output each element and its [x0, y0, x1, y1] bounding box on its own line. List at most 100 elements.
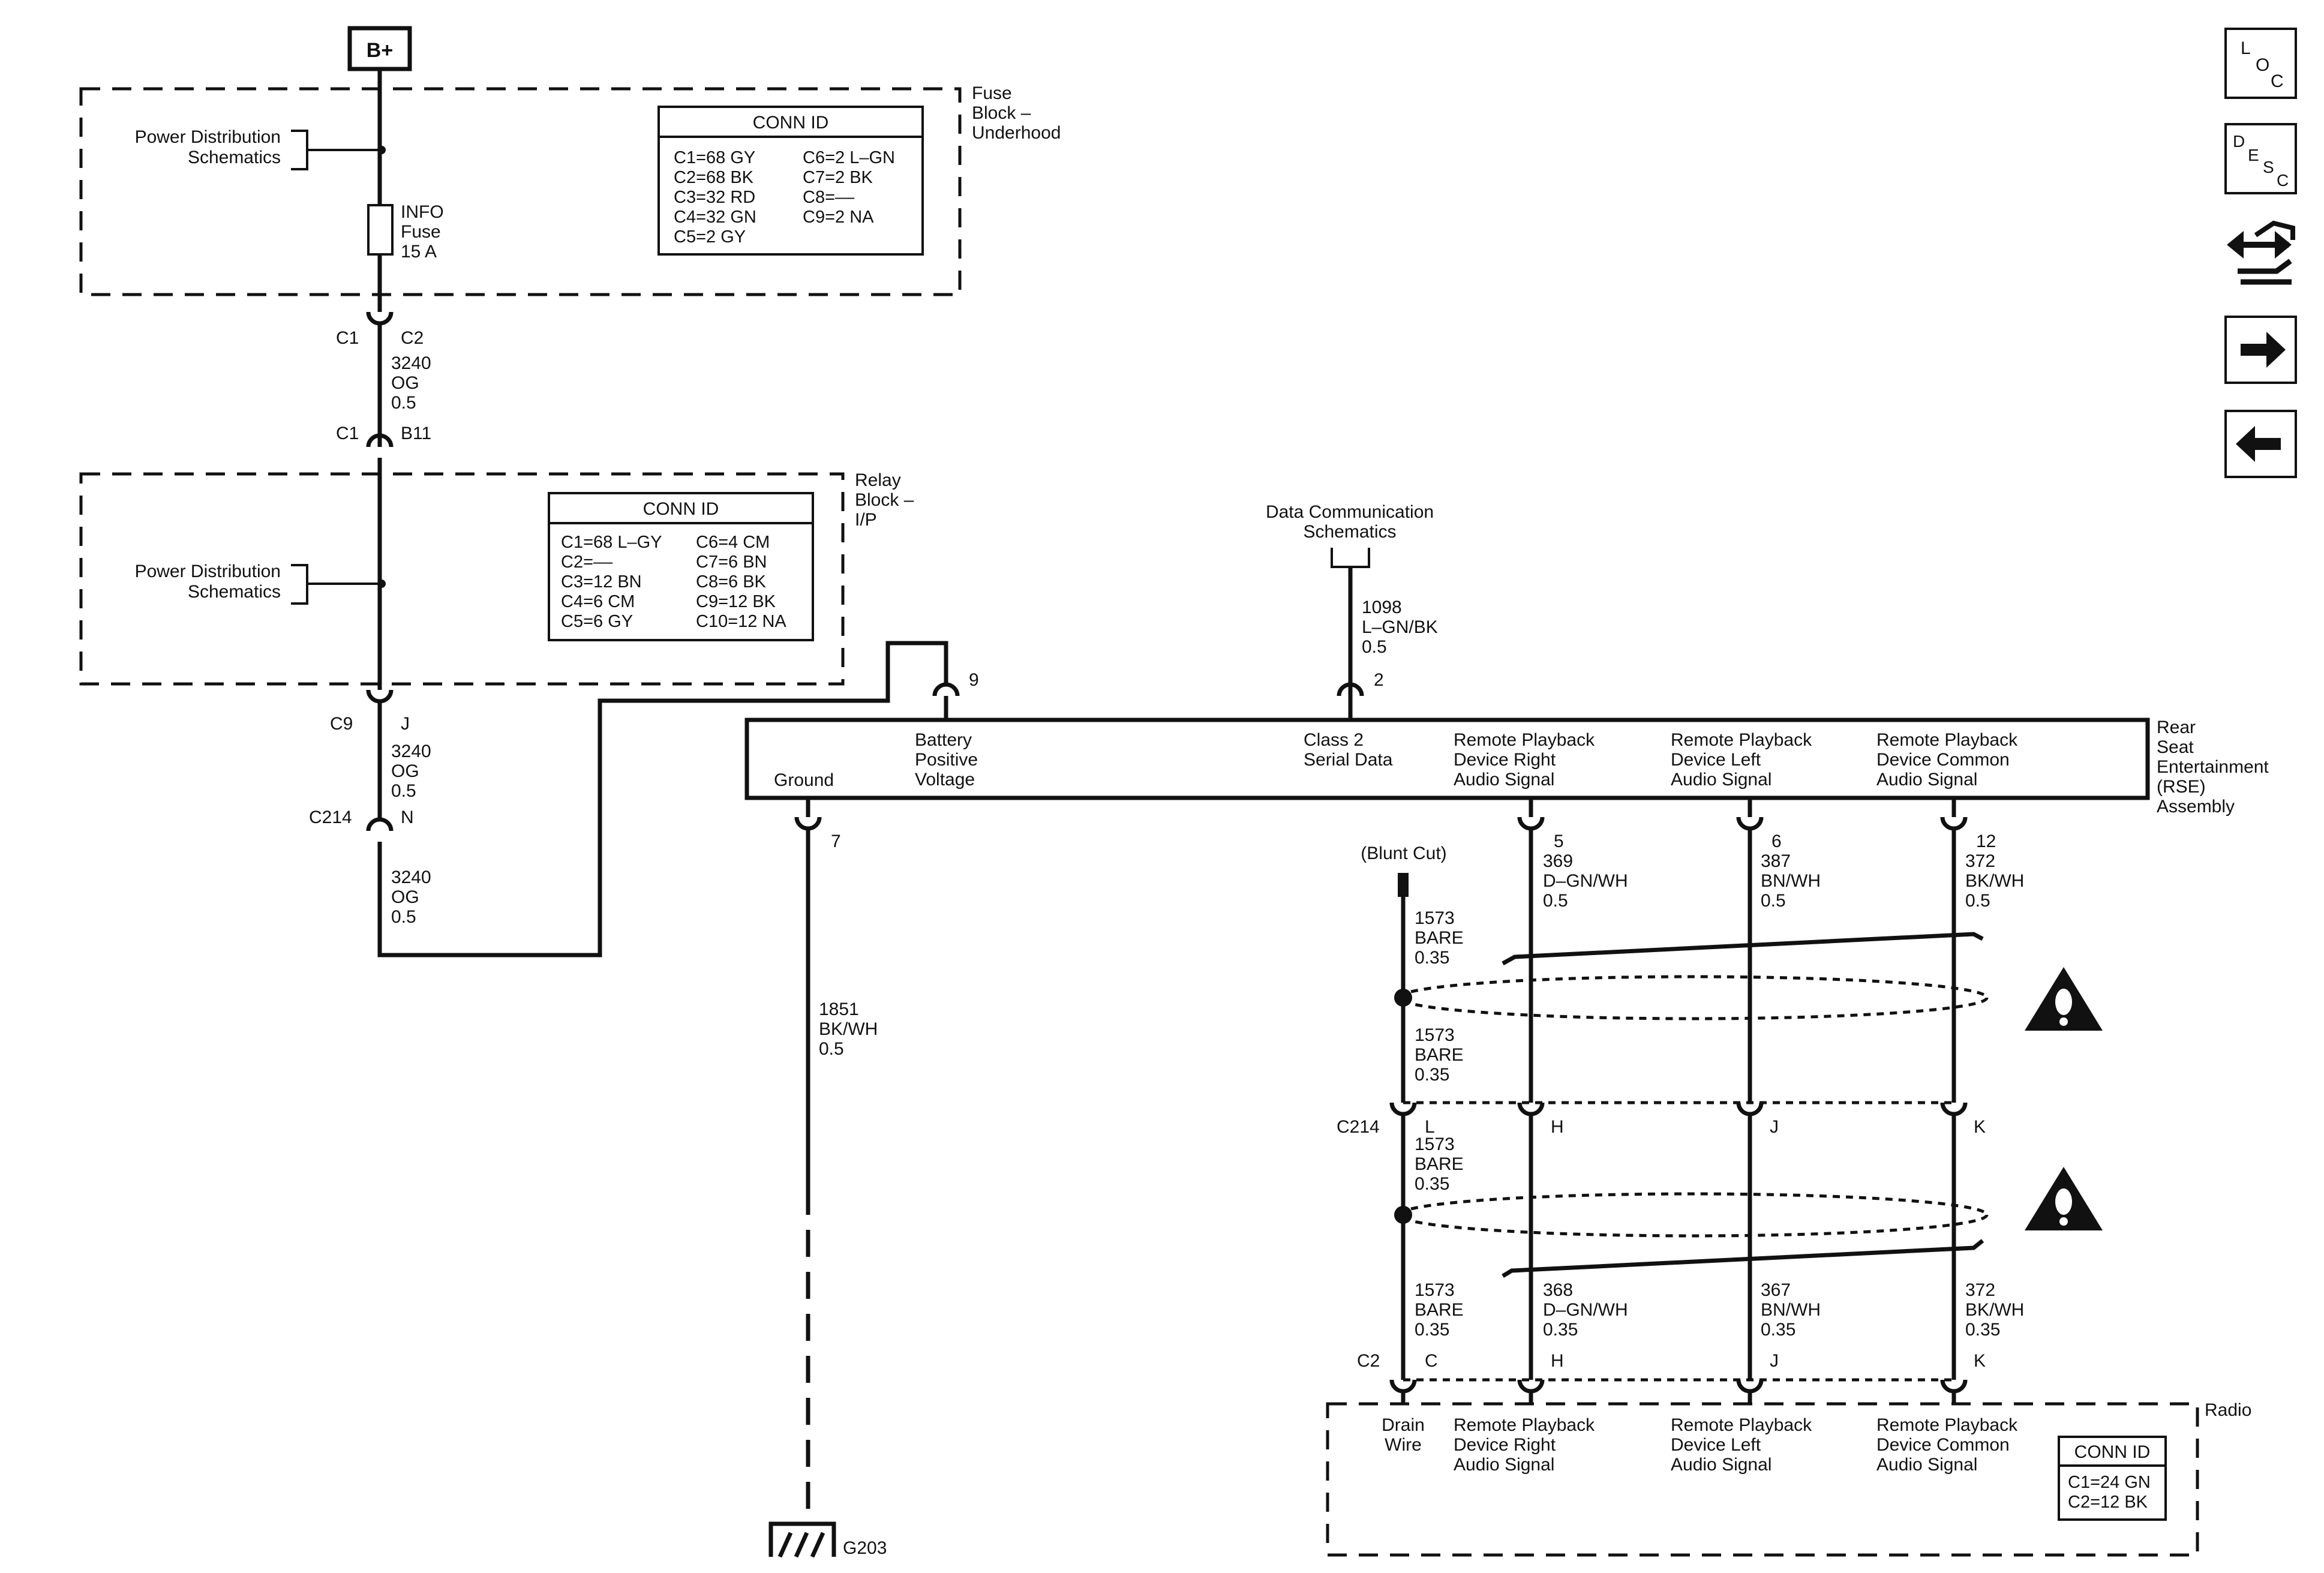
connector-label: C1 [336, 328, 359, 348]
conn-id-cell: C4=32 GN [674, 208, 756, 227]
connector-c9-j: C9 J [330, 689, 410, 734]
radio-conn-id-table: CONN ID C1=24 GN C2=12 BK [2058, 1436, 2167, 1521]
pin-label: K [1974, 1351, 1986, 1371]
rse-assembly: Rear Seat Entertainment (RSE) Assembly G… [744, 718, 2269, 816]
terminal-label: Audio Signal [1454, 1455, 1554, 1475]
twisted-pair-upper [1502, 932, 1984, 966]
twisted-pair-lower [1502, 1239, 1984, 1278]
radio-label: Radio [2205, 1400, 2251, 1420]
relay-block-conn-id-table: CONN ID C1=68 L–GY C6=4 CM C2=–– C7=6 BN… [548, 492, 814, 641]
connector-pin-2 [1337, 682, 1364, 697]
wire-label: 0.5 [391, 781, 416, 801]
wire-label: L–GN/BK [1362, 617, 1438, 637]
conn-id-cell: C8=6 BK [696, 572, 767, 592]
rse-assembly-box [744, 718, 2150, 800]
terminal-label: Audio Signal [1454, 770, 1554, 789]
conn-id-cell: C3=32 RD [674, 188, 755, 207]
desc-button[interactable]: D E S C [2224, 123, 2297, 194]
pin-label: L [1425, 1117, 1435, 1137]
wire-label: BN/WH [1761, 1300, 1821, 1320]
terminal-label: Audio Signal [1876, 770, 1977, 789]
rse-label: (RSE) [2157, 777, 2206, 797]
terminal-label: Device Right [1454, 750, 1556, 770]
connector-end-view-icon[interactable] [2227, 220, 2295, 285]
terminal-label: Audio Signal [1671, 770, 1771, 789]
data-comm-line-1: Data Communication [1266, 502, 1434, 522]
connector-pin-7 [794, 816, 822, 831]
wire-label: 0.5 [819, 1039, 844, 1059]
wire-label: 0.35 [1415, 948, 1449, 968]
terminal-label: Ground [774, 770, 834, 790]
wire-label: 1573 [1415, 1025, 1455, 1045]
wire-label: 0.35 [1415, 1320, 1449, 1340]
terminal-label: Device Left [1671, 750, 1761, 770]
wire-label: 0.35 [1761, 1320, 1795, 1340]
conn-id-cell: C2=12 BK [2068, 1493, 2148, 1512]
connector-label: C214 [1337, 1117, 1380, 1137]
wire-label: 0.5 [391, 907, 416, 927]
wire-label: 0.5 [1362, 637, 1387, 657]
shield-splice-upper [1394, 989, 1412, 1007]
pin-label: 12 [1976, 831, 1996, 851]
terminal-label: Drain [1382, 1415, 1425, 1435]
loc-letter: L [2241, 38, 2251, 58]
connector-label: J [401, 714, 410, 734]
pin-label: 9 [969, 670, 979, 690]
pin-label: 6 [1771, 831, 1782, 851]
wire-label: D–GN/WH [1543, 1300, 1628, 1320]
pin-label: C [1425, 1351, 1438, 1371]
wire-label: 0.35 [1415, 1174, 1449, 1194]
terminal-label: Serial Data [1304, 750, 1393, 770]
left-arrow-icon [2236, 426, 2281, 462]
rse-label: Seat [2157, 737, 2194, 757]
loc-button[interactable]: L O C [2224, 28, 2297, 99]
wire-label: 0.35 [1965, 1320, 2000, 1340]
radio-outline [1326, 1402, 2199, 1557]
fuse-block-label-1: Fuse [972, 83, 1012, 103]
ground-label: G203 [843, 1538, 887, 1558]
shield-splice-lower [1394, 1206, 1412, 1224]
audio-wires-upper: 5 369 D–GN/WH 0.5 6 387 BN/WH 0.5 12 372… [1517, 798, 2024, 1103]
connector-label: B11 [401, 424, 431, 443]
info-fuse-icon [367, 204, 394, 256]
conn-id-cell: C1=24 GN [2068, 1473, 2151, 1492]
shield-upper [1397, 975, 1989, 1020]
rse-label: Assembly [2157, 797, 2235, 816]
connector-label: C214 [309, 807, 352, 827]
rse-label: Rear [2157, 718, 2196, 737]
battery-positive-source: B+ [347, 26, 412, 71]
conn-id-cell: C5=6 GY [561, 612, 633, 631]
wire-label: 372 [1965, 851, 1995, 871]
caution-icon [2025, 1167, 2103, 1230]
blunt-cut-end [1398, 873, 1409, 897]
next-page-button[interactable] [2224, 316, 2297, 384]
wire-label: 367 [1761, 1280, 1791, 1300]
data-comm-bracket [1331, 548, 1370, 568]
fuse-block-outline [79, 87, 962, 296]
terminal-label: Wire [1385, 1435, 1422, 1455]
wire-label: 0.5 [1965, 891, 1990, 911]
terminal-label: Remote Playback [1454, 1415, 1595, 1435]
wire-label: 3240 [391, 867, 431, 887]
terminal-label: Battery [915, 730, 972, 750]
wire-label: 3240 [391, 742, 431, 761]
desc-letter: S [2263, 158, 2274, 176]
wire-label: 0.5 [1543, 891, 1568, 911]
desc-letter: E [2248, 146, 2259, 164]
wire-label: 1573 [1415, 1280, 1455, 1300]
previous-page-button[interactable] [2224, 410, 2297, 478]
wire-label: OG [391, 887, 419, 907]
pin-label: J [1770, 1351, 1779, 1371]
radio: Radio Drain Wire Remote Playback Device … [1326, 1400, 2251, 1557]
wire-label: 369 [1543, 851, 1573, 871]
wire-label: OG [391, 373, 419, 393]
terminal-label: Voltage [915, 770, 975, 789]
pin-label: 2 [1374, 670, 1384, 690]
terminal-label: Remote Playback [1876, 1415, 2018, 1435]
conn-id-cell: C10=12 NA [696, 612, 786, 631]
pin-label: J [1770, 1117, 1779, 1137]
conn-id-cell: C9=2 NA [803, 208, 874, 227]
terminal-label: Remote Playback [1454, 730, 1595, 750]
wire-label: 387 [1761, 851, 1791, 871]
conn-id-cell: C2=68 BK [674, 168, 754, 187]
